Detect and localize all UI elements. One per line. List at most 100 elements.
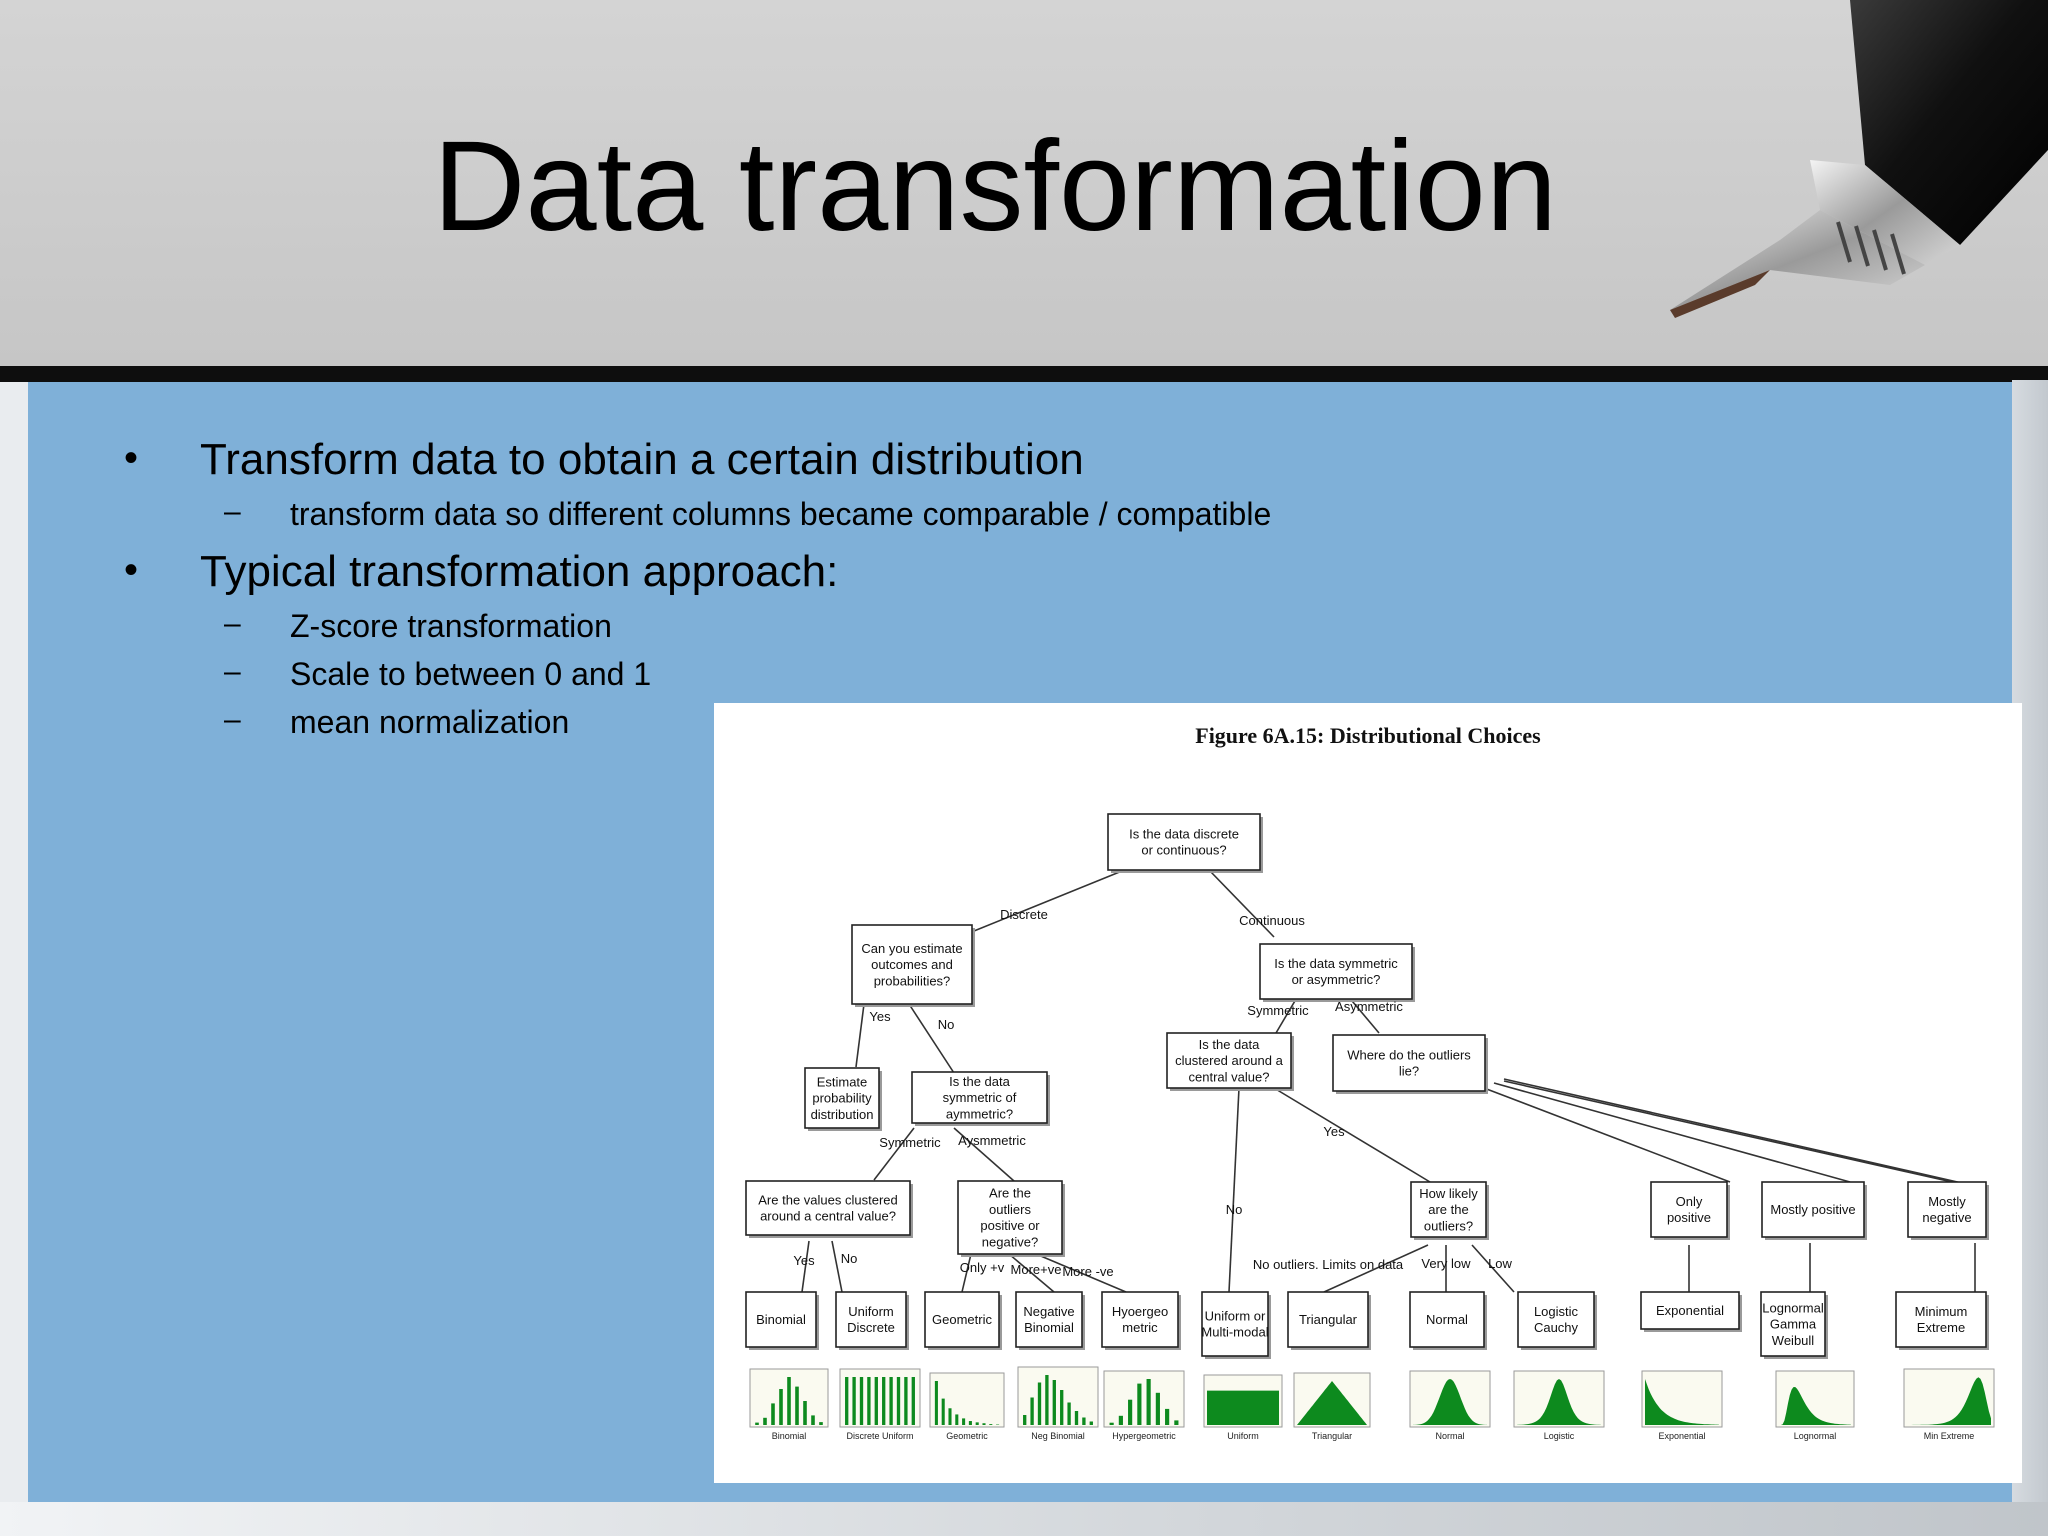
node-mostly-positive-box [1761,1181,1865,1238]
node-discrete-question-box [851,924,973,1005]
binomial-bar [787,1377,791,1425]
discrete-uniform-bar [896,1377,901,1425]
leaf-neg-binomial-box [1015,1291,1083,1348]
thumbnail-caption: Binomial [772,1431,807,1441]
hypergeometric-bar [1128,1399,1133,1425]
thumbnail-caption: Neg Binomial [1031,1431,1085,1441]
title-bar [0,0,2048,368]
leaf-binomial: Binomial [756,1312,806,1327]
edge-label-discrete: Discrete [1000,907,1048,922]
node-only-positive-box [1650,1181,1728,1238]
sub-bullet-dash: – [224,703,241,736]
connector-line [1035,1253,1127,1293]
thumbnail-caption: Geometric [946,1431,988,1441]
node-mostly-positive: Mostly positive [1770,1202,1855,1217]
edge-label-symmetric: Symmetric [1247,1003,1309,1018]
edge-label-no: No [1226,1202,1243,1217]
discrete-uniform-bar [889,1377,893,1425]
leaf-lognormal-box [1760,1291,1826,1357]
geometric-bar [982,1423,986,1425]
connector-line [953,1127,1015,1182]
bullet-item: Typical transformation approach: [200,547,839,596]
sub-bullet-item: transform data so different columns beca… [290,496,1272,532]
edge-label-symmetric: Symmetric [879,1135,941,1150]
edge-label-only-positive: Only +v [960,1260,1005,1275]
edge-label-yes: Yes [869,1009,891,1024]
connector-line [1323,1244,1429,1293]
neg-binomial-bar [1082,1417,1086,1425]
edge-label-asymmetric: Asymmetric [1335,999,1403,1014]
leaf-uniform-box [1201,1291,1269,1357]
geometric-bar [948,1408,952,1425]
neg-binomial-bar [1067,1402,1071,1425]
discrete-uniform-bar [845,1377,849,1425]
min-extreme-curve [1907,1377,1991,1425]
hypergeometric-bar [1174,1420,1179,1425]
discrete-uniform-bar [852,1377,856,1425]
thumbnail-neg-binomial [1017,1366,1099,1428]
edge-label-yes: Yes [1323,1124,1345,1139]
thumbnail-caption: Logistic [1544,1431,1575,1441]
binomial-bar [763,1417,767,1425]
sub-bullet-item: mean normalization [290,704,570,740]
bullet-dot: • [124,436,139,480]
discrete-uniform-bar [874,1377,878,1425]
leaf-triangular: Triangular [1299,1312,1358,1327]
connector-line [908,1003,955,1074]
neg-binomial-bar [1074,1411,1079,1425]
leaf-geometric-box [924,1291,1000,1348]
edge-label-more-negative: More -ve [1062,1264,1113,1279]
binomial-bar [771,1403,775,1425]
hypergeometric-bar [1137,1383,1142,1425]
sub-bullet-item: Scale to between 0 and 1 [290,656,652,692]
uniform-curve [1207,1390,1279,1425]
binomial-bar [803,1401,807,1425]
leaf-normal-box [1409,1291,1485,1348]
content-panel: • Transform data to obtain a certain dis… [28,382,2022,1502]
binomial-bar [819,1422,823,1425]
node-outliers-location-box [1332,1034,1486,1092]
connector-line [801,1240,810,1293]
edge-label-very-low: Very low [1421,1256,1471,1271]
geometric-bar [941,1398,945,1425]
edge-label-continuous: Continuous [1239,913,1305,928]
discrete-uniform-bar [859,1377,864,1425]
edge-label-more-positive: More+ve [1011,1262,1062,1277]
thumbnail-caption: Triangular [1312,1431,1352,1441]
connector-line [1493,1082,1851,1183]
hypergeometric-bar [1165,1408,1170,1425]
neg-binomial-bar [1052,1380,1056,1425]
leaf-hypergeometric-box [1101,1291,1179,1348]
edge-label-low: Low [1488,1256,1512,1271]
thumbnail-caption: Hypergeometric [1112,1431,1176,1441]
edge-label-no-outliers: No outliers. Limits on data [1253,1257,1404,1272]
connector-line [1471,1244,1515,1293]
node-discrete-symmetry-box [911,1071,1048,1124]
binomial-bar [755,1422,759,1425]
sub-bullet-dash: – [224,655,241,688]
thumbnail-geometric [929,1372,1005,1428]
geometric-bar [975,1422,979,1425]
geometric-bar [968,1421,972,1425]
connector-line [1008,1253,1055,1293]
thumbnail-caption: Normal [1435,1431,1464,1441]
connector-line [873,1127,915,1181]
normal-curve [1413,1379,1487,1425]
geometric-bar [989,1424,993,1425]
